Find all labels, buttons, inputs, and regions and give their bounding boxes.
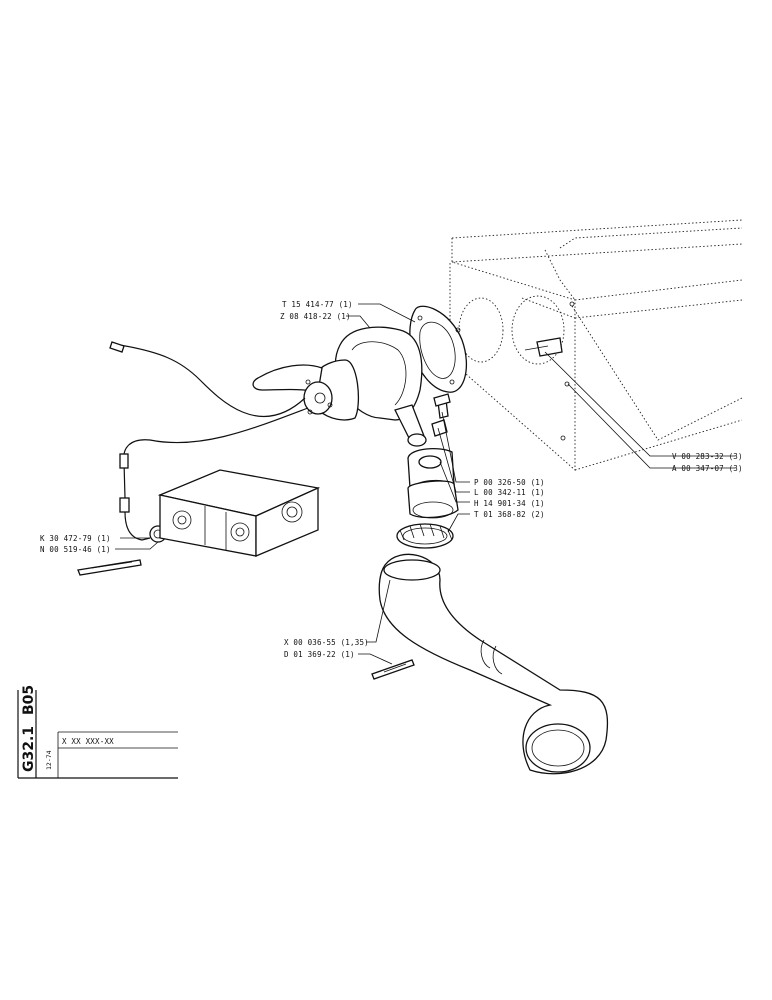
leader-lines — [115, 303, 735, 665]
adapter-parts — [407, 393, 459, 519]
cable-tie-left — [77, 559, 142, 576]
hose-clamp — [396, 523, 454, 549]
callout-a00347: A 00 347-07 (3) — [672, 464, 743, 473]
sheet-ref-box: X XX XXX-XX — [62, 737, 114, 746]
callout-t01368: T 01 368-82 (2) — [474, 510, 545, 519]
callout-labels: T 15 414-77 (1) Z 08 418-22 (1) V 00 283… — [40, 300, 743, 659]
callout-l00342: L 00 342-11 (1) — [474, 488, 545, 497]
blower-housing — [252, 326, 427, 447]
bolt — [524, 337, 563, 357]
sheet-code-b05: B05 — [21, 685, 37, 715]
sheet-code-g321: G32.1 — [21, 726, 37, 772]
junction-box — [157, 469, 321, 557]
callout-v00283: V 00 283-32 (3) — [672, 452, 743, 461]
callout-p00326: P 00 326-50 (1) — [474, 478, 545, 487]
flex-duct — [378, 553, 609, 775]
machine-frame — [449, 219, 743, 471]
sheet-date: 12-74 — [45, 750, 53, 770]
motor-lead — [109, 341, 306, 418]
callout-t15414: T 15 414-77 (1) — [282, 300, 353, 309]
callout-z08418: Z 08 418-22 (1) — [280, 312, 351, 321]
callout-k30472: K 30 472-79 (1) — [40, 534, 111, 543]
title-block: B05 G32.1 12-74 X XX XXX-XX — [17, 685, 178, 779]
callout-d01369: D 01 369-22 (1) — [284, 650, 355, 659]
callout-n00519: N 00 519-46 (1) — [40, 545, 111, 554]
cable-tie-duct — [371, 659, 415, 680]
callout-x00036: X 00 036-55 (1,35) — [284, 638, 369, 647]
callout-h14901: H 14 901-34 (1) — [474, 499, 545, 508]
